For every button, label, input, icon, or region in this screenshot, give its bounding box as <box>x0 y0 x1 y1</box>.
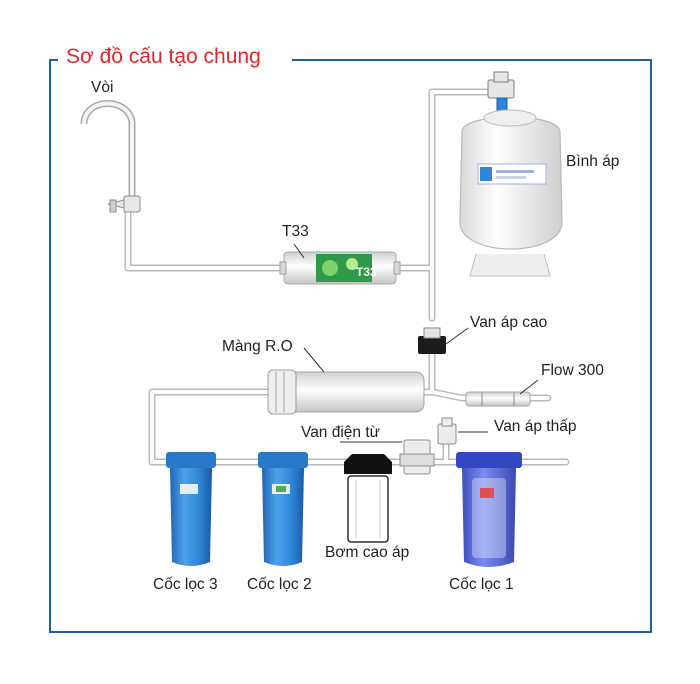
filter-housing-2 <box>258 452 308 566</box>
label-pressure-tank: Bình áp <box>566 153 620 170</box>
low-pressure-switch <box>437 417 457 445</box>
label-ro-membrane: Màng R.O <box>222 338 293 355</box>
pipe-network <box>124 88 570 466</box>
t33-filter <box>279 251 401 285</box>
filter-housing-3 <box>166 452 216 566</box>
ro-membrane <box>267 369 425 415</box>
label-flow-300: Flow 300 <box>541 362 604 379</box>
booster-pump <box>344 454 392 543</box>
faucet <box>80 100 141 213</box>
flow-restrictor <box>465 391 531 407</box>
label-low-pressure-switch: Van áp thấp <box>494 418 577 435</box>
label-solenoid-valve: Van điện từ <box>301 424 381 441</box>
label-filter-1: Cốc lọc 1 <box>449 576 514 593</box>
solenoid-valve <box>399 439 435 475</box>
t33-marking: T33 <box>356 265 377 279</box>
filter-housing-1 <box>456 452 522 567</box>
pressure-tank <box>459 109 563 277</box>
diagram-title: Sơ đồ cấu tạo chung <box>60 44 267 70</box>
label-filter-2: Cốc lọc 2 <box>247 576 312 593</box>
label-filter-3: Cốc lọc 3 <box>153 576 218 593</box>
label-booster-pump: Bơm cao áp <box>325 544 410 561</box>
label-high-pressure-valve: Van áp cao <box>470 314 548 331</box>
tank-valve <box>487 71 515 113</box>
diagram-frame <box>49 59 652 633</box>
label-t33: T33 <box>282 223 309 240</box>
leader-lines <box>293 243 539 443</box>
label-faucet: Vòi <box>91 79 114 96</box>
high-pressure-valve <box>418 327 446 354</box>
